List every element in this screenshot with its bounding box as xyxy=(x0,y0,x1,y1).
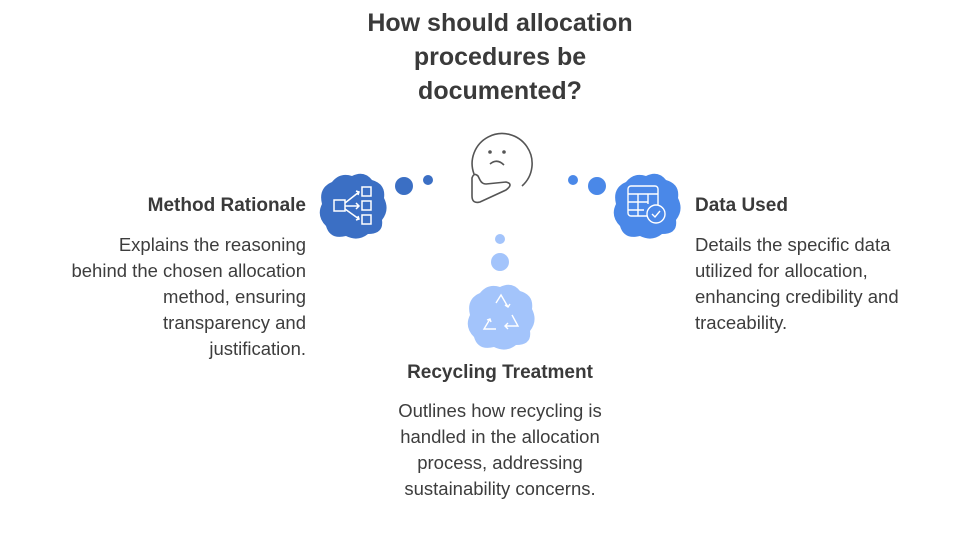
data-used-cloud xyxy=(613,173,681,239)
description-line: enhancing credibility and xyxy=(695,286,899,307)
data-used-description: Details the specific data utilized for a… xyxy=(695,232,899,336)
description-line: handled in the allocation xyxy=(400,426,600,447)
description-line: method, ensuring xyxy=(163,286,306,307)
table-check-icon xyxy=(627,185,666,224)
recycle-icon xyxy=(482,293,520,330)
thinking-face-icon xyxy=(471,132,533,204)
description-line: behind the chosen allocation xyxy=(71,260,306,281)
method-rationale-cloud xyxy=(319,173,387,239)
description-line: justification. xyxy=(209,338,306,359)
dot-small xyxy=(423,175,433,185)
dot-large xyxy=(491,253,509,271)
flow-hierarchy-icon xyxy=(333,186,372,225)
diagram-title: How should allocation procedures be docu… xyxy=(367,9,633,105)
dot-small xyxy=(568,175,578,185)
recycling-treatment-cloud xyxy=(467,284,535,350)
recycling-treatment-heading: Recycling Treatment xyxy=(407,362,593,383)
dot-large xyxy=(588,177,606,195)
connector-dots-left xyxy=(395,175,433,195)
description-line: utilized for allocation, xyxy=(695,260,868,281)
description-line: Details the specific data xyxy=(695,234,891,255)
description-line: process, addressing xyxy=(417,452,583,473)
dot-large xyxy=(395,177,413,195)
dot-small xyxy=(495,234,505,244)
description-line: Outlines how recycling is xyxy=(398,400,602,421)
connector-dots-bottom xyxy=(491,234,509,271)
description-line: sustainability concerns. xyxy=(404,478,596,499)
data-used-heading: Data Used xyxy=(695,195,788,216)
description-line: Explains the reasoning xyxy=(118,234,306,255)
recycling-treatment-description: Outlines how recycling is handled in the… xyxy=(350,398,650,502)
method-rationale-description: Explains the reasoning behind the chosen… xyxy=(71,232,306,362)
connector-dots-right xyxy=(568,175,606,195)
method-rationale-heading: Method Rationale xyxy=(147,195,306,216)
description-line: transparency and xyxy=(163,312,306,333)
description-line: traceability. xyxy=(695,312,788,333)
